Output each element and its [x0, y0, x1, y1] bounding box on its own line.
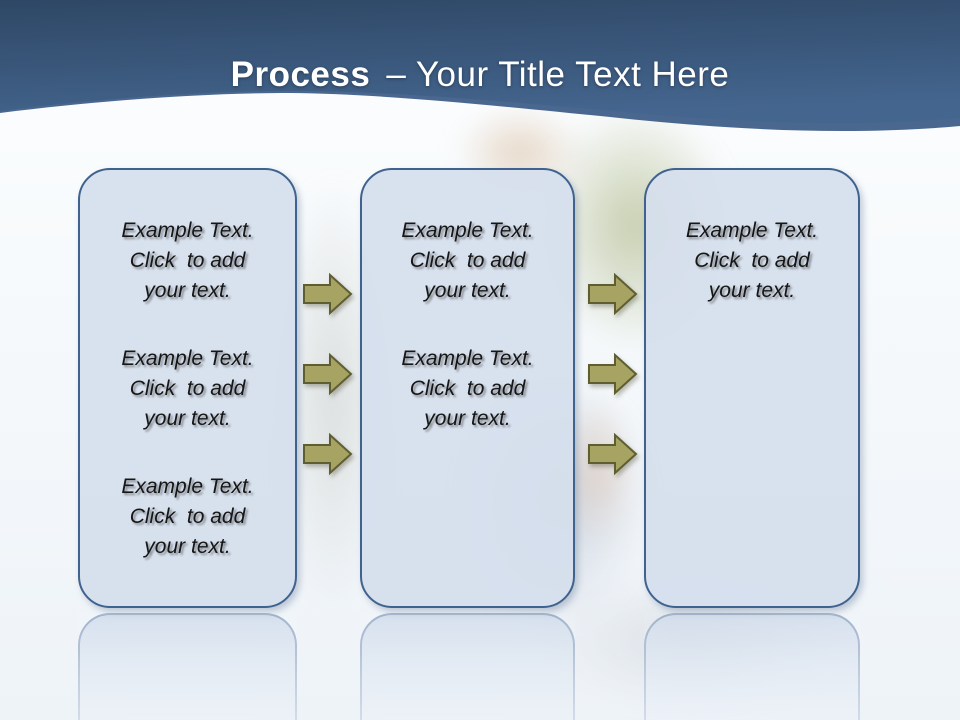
box-2-reflection	[360, 613, 575, 720]
right-arrow-icon	[588, 432, 638, 476]
page-title: Process – Your Title Text Here	[0, 52, 960, 98]
text-placeholder[interactable]: Example Text. Click to add your text.	[121, 475, 254, 558]
process-box-3[interactable]: Example Text. Click to add your text.	[644, 168, 860, 608]
text-placeholder[interactable]: Example Text. Click to add your text.	[401, 219, 534, 302]
reflection-fade	[360, 613, 575, 720]
right-arrow-icon	[303, 352, 353, 396]
text-placeholder[interactable]: Example Text. Click to add your text.	[685, 219, 819, 302]
title-highlight: Process	[230, 55, 371, 94]
right-arrow-icon	[588, 352, 638, 396]
process-box-2[interactable]: Example Text. Click to add your text. Ex…	[360, 168, 575, 608]
process-box-1[interactable]: Example Text. Click to add your text. Ex…	[78, 168, 297, 608]
title-text: – Your Title Text Here	[386, 55, 730, 94]
reflection-fade	[78, 613, 297, 720]
header-wave-banner	[0, 0, 960, 132]
text-placeholder[interactable]: Example Text. Click to add your text.	[121, 219, 254, 302]
right-arrow-icon	[303, 272, 353, 316]
box-3-reflection	[644, 613, 860, 720]
reflection-fade	[644, 613, 860, 720]
right-arrow-icon	[588, 272, 638, 316]
text-placeholder[interactable]: Example Text. Click to add your text.	[401, 347, 534, 430]
box-1-reflection	[78, 613, 297, 720]
right-arrow-icon	[303, 432, 353, 476]
text-placeholder[interactable]: Example Text. Click to add your text.	[121, 347, 254, 430]
